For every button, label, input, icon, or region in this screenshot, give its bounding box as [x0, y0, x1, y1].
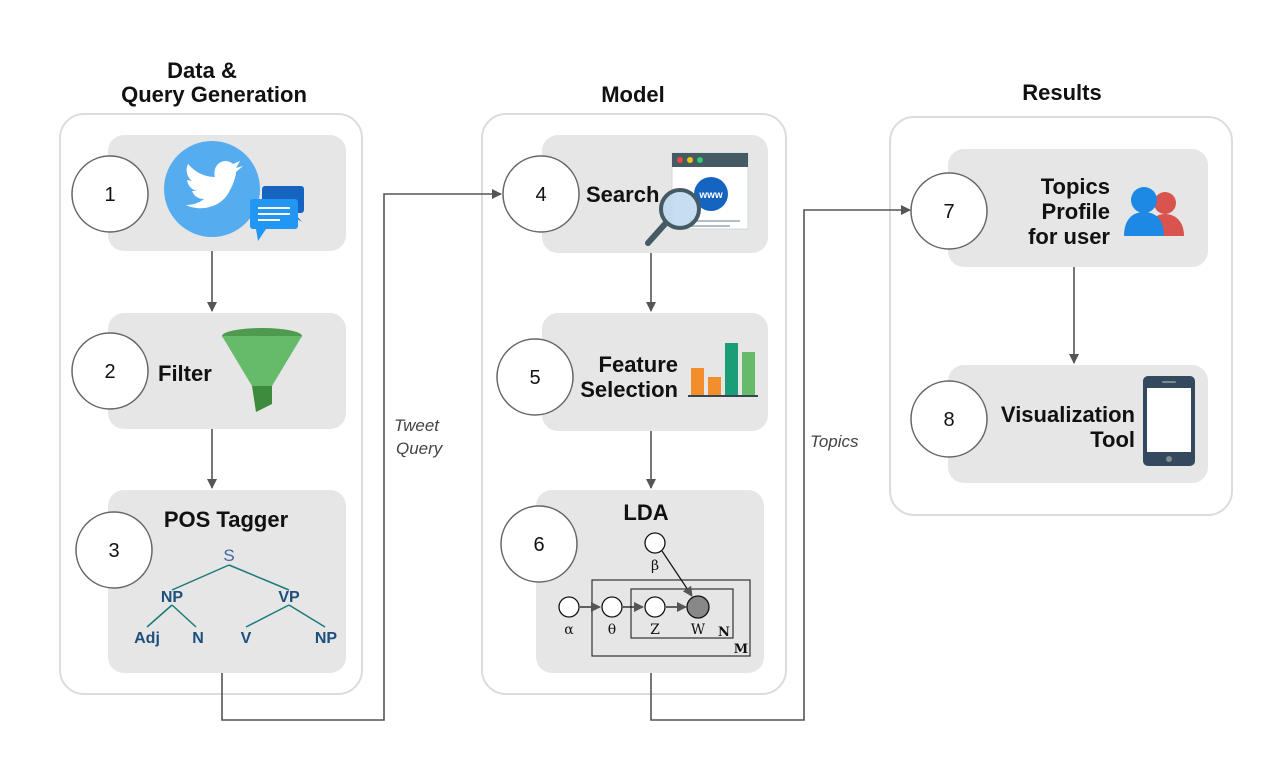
step-number-4: 4: [502, 155, 580, 233]
column-title-data-line2: Query Generation: [121, 82, 307, 107]
lda-label-w: W: [691, 622, 706, 638]
step-label-topics: Topics: [1041, 174, 1110, 199]
step-label-pos-tagger: POS Tagger: [164, 507, 289, 532]
connector-label-tweet: Tweet: [394, 416, 440, 435]
lda-node-beta: [644, 532, 666, 554]
lda-node-alpha: [558, 596, 580, 618]
step-number-6: 6: [500, 505, 578, 583]
svg-text:1: 1: [104, 184, 115, 206]
svg-text:5: 5: [529, 367, 540, 389]
lda-plate-n: N: [718, 625, 730, 640]
web-search-icon: www: [645, 152, 749, 246]
svg-text:6: 6: [533, 534, 544, 556]
svg-text:4: 4: [535, 184, 546, 206]
funnel-icon: [222, 328, 302, 412]
svg-text:7: 7: [943, 201, 954, 223]
step-box-6: [536, 490, 764, 673]
tree-node-np: NP: [161, 589, 184, 606]
column-title-data-line1: Data &: [167, 58, 237, 83]
connector-label-topics: Topics: [810, 432, 859, 451]
step-label-search: Search: [586, 182, 659, 207]
step-box-5: [542, 313, 768, 431]
step-number-7: 7: [910, 172, 988, 250]
svg-text:www: www: [698, 190, 723, 201]
tree-node-v: V: [241, 630, 252, 647]
svg-text:3: 3: [108, 540, 119, 562]
lda-node-z: [644, 596, 666, 618]
step-label-tool: Tool: [1090, 427, 1135, 452]
step-number-2: 2: [71, 332, 149, 410]
svg-text:8: 8: [943, 409, 954, 431]
step-number-5: 5: [496, 338, 574, 416]
lda-node-w: [686, 595, 710, 619]
step-label-feature: Feature: [599, 352, 678, 377]
bar-chart-icon: [688, 343, 758, 397]
smartphone-icon: [1143, 376, 1195, 466]
arrow-6-to-7: [650, 205, 911, 721]
step-label-visualization: Visualization: [1001, 402, 1135, 427]
arrow-3-to-4: [221, 189, 502, 721]
users-icon: [1124, 187, 1184, 236]
parse-tree-icon: S NP VP Adj N V NP: [134, 546, 337, 647]
twitter-bird-icon: [164, 141, 260, 237]
step-label-profile: Profile: [1042, 199, 1110, 224]
step-label-lda: LDA: [623, 500, 668, 525]
step-box-7: [948, 149, 1208, 267]
step-number-8: 8: [910, 380, 988, 458]
lda-label-z: Z: [650, 622, 660, 638]
step-label-filter: Filter: [158, 361, 212, 386]
step-label-for-user: for user: [1028, 224, 1110, 249]
tree-node-s: S: [223, 546, 234, 565]
svg-text:2: 2: [104, 361, 115, 383]
tree-node-n: N: [192, 630, 204, 647]
lda-label-beta: β: [651, 558, 659, 574]
lda-node-theta: [601, 596, 623, 618]
step-number-3: 3: [75, 511, 153, 589]
connector-label-query: Query: [396, 439, 444, 458]
lda-plate-m: M: [734, 642, 748, 657]
lda-label-theta: θ: [608, 622, 616, 638]
step-box-3: [108, 490, 346, 673]
step-label-selection: Selection: [580, 377, 678, 402]
plate-notation-icon: α θ Z W β N M: [558, 532, 751, 657]
tree-node-np2: NP: [315, 630, 338, 647]
step-number-1: 1: [71, 155, 149, 233]
lda-label-alpha: α: [564, 622, 574, 638]
tree-node-vp: VP: [278, 589, 300, 606]
tree-node-adj: Adj: [134, 630, 160, 647]
chat-bubbles-icon: [250, 186, 304, 241]
column-title-results: Results: [1022, 80, 1101, 105]
column-title-model: Model: [601, 82, 665, 107]
